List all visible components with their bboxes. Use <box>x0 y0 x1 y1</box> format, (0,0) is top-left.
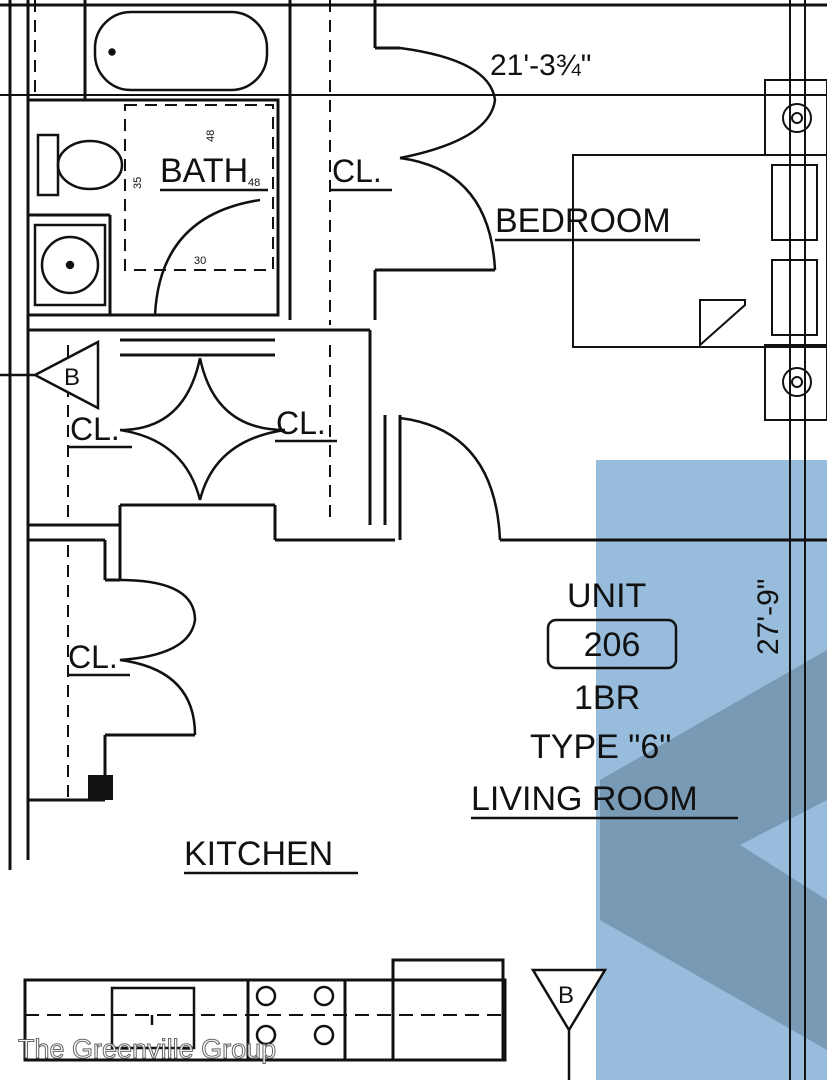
room-label-bath: BATH <box>160 152 248 190</box>
unit-bedrooms: 1BR <box>574 679 640 717</box>
kitchen-sink-icon <box>110 986 196 1050</box>
fixture-mark: 35 <box>132 177 144 189</box>
sink-icon <box>33 223 107 307</box>
unit-label: UNIT <box>567 577 646 615</box>
unit-number-box <box>546 618 678 670</box>
room-label-bedroom: BEDROOM <box>495 202 671 240</box>
logo-overlay <box>596 460 827 1080</box>
bed-icon <box>572 154 827 348</box>
dimension-width: 21'-3¾" <box>490 49 591 82</box>
fixture-mark: 30 <box>194 255 206 267</box>
stove-icon <box>255 985 335 1046</box>
fixture-mark: 48 <box>205 130 217 142</box>
room-label-closet: CL. <box>332 153 382 189</box>
room-label-living: LIVING ROOM <box>471 780 698 818</box>
room-label-closet: CL. <box>276 405 326 441</box>
nightstand-icon <box>764 79 827 421</box>
unit-type: TYPE "6" <box>530 728 671 766</box>
fixture-mark: 48 <box>248 177 260 189</box>
bathtub-icon <box>93 10 269 92</box>
door-swings <box>119 46 502 736</box>
unit-number: 206 <box>584 626 641 664</box>
room-label-kitchen: KITCHEN <box>184 835 333 873</box>
watermark: The Greenville Group <box>18 1034 276 1064</box>
toilet-icon <box>36 133 124 197</box>
section-marker-label: B <box>558 982 574 1009</box>
chimney-block <box>88 775 113 800</box>
room-label-closet: CL. <box>70 411 120 447</box>
dimension-depth: 27'-9" <box>752 579 785 655</box>
room-label-closet: CL. <box>68 639 118 675</box>
section-marker-bottom <box>530 968 608 1080</box>
section-marker-label: B <box>64 364 80 391</box>
section-marker-left <box>0 339 100 411</box>
